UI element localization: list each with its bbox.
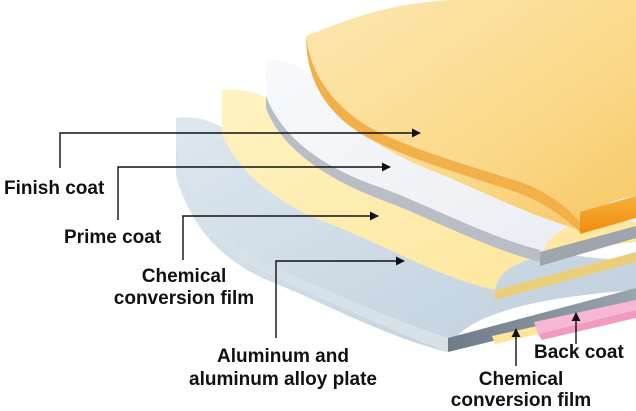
label-chemical-back-line1: Chemical xyxy=(479,369,563,390)
leader-lines xyxy=(59,128,581,366)
finish-coat-layer xyxy=(306,0,636,234)
labels: Finish coat Prime coat Chemical conversi… xyxy=(4,178,624,411)
arrow-finish-coat xyxy=(59,128,421,168)
arrow-prime-coat xyxy=(117,162,391,220)
back-coat-layer xyxy=(534,300,636,340)
arrow-chemical-film-front xyxy=(182,211,379,260)
label-chemical-front-line2: conversion film xyxy=(114,288,254,309)
label-chemical-front-line1: Chemical xyxy=(142,266,226,287)
label-back-coat: Back coat xyxy=(534,342,624,363)
label-aluminum-line2: aluminum alloy plate xyxy=(189,369,377,390)
label-aluminum-line1: Aluminum and xyxy=(217,346,349,367)
arrow-aluminum-plate xyxy=(275,256,405,338)
label-finish-coat: Finish coat xyxy=(4,178,105,199)
label-prime-coat: Prime coat xyxy=(64,227,162,248)
label-chemical-back-line2: conversion film xyxy=(451,390,591,411)
